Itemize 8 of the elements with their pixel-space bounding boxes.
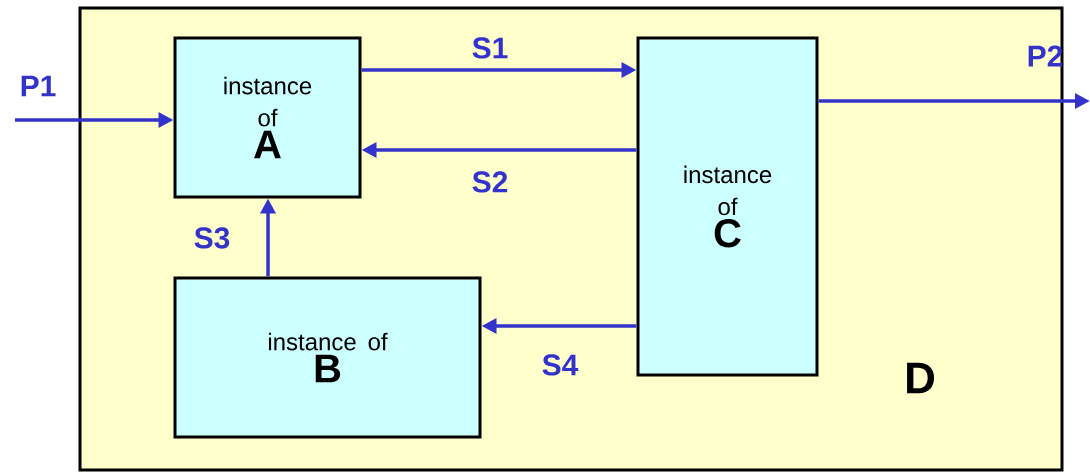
process-box: instance of B: [173, 276, 482, 439]
process-box: instance of C: [636, 36, 819, 377]
edge-label: P1: [21, 75, 56, 97]
process-box: instance of A: [173, 36, 362, 199]
edge-label: S3: [194, 227, 230, 249]
edge-label: S4: [542, 354, 579, 376]
edge-label: S1: [472, 37, 508, 59]
edge-label: S2: [472, 171, 508, 193]
